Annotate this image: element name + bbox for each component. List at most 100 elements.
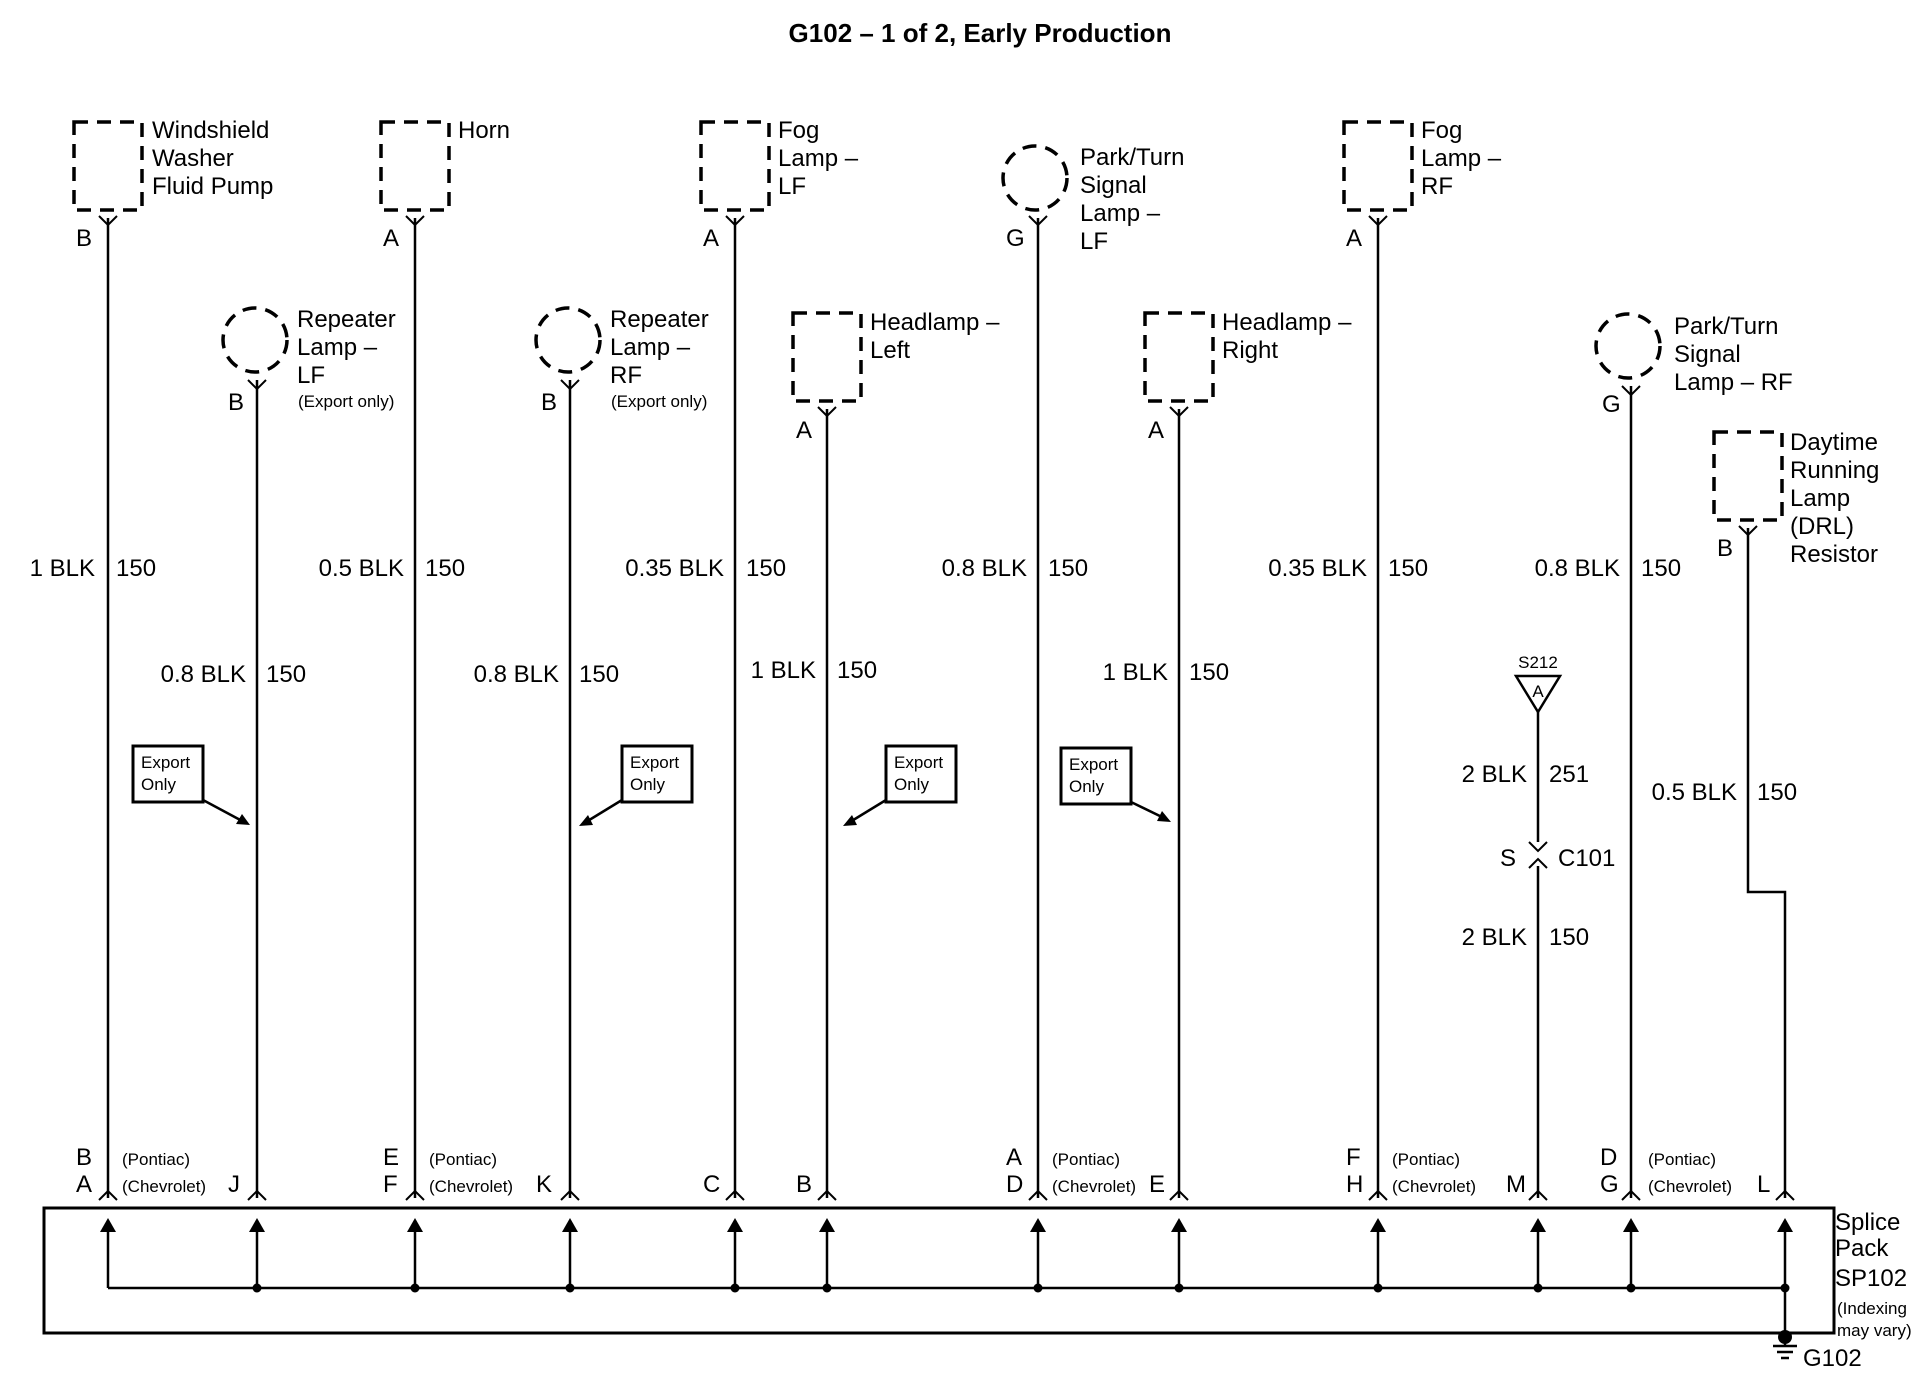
svg-text:(Export only): (Export only) [298,392,394,411]
svg-text:A: A [1532,682,1544,701]
park-turn-rf-symbol [1594,312,1662,380]
diagram-title: G102 – 1 of 2, Early Production [789,18,1172,48]
note-chevrolet-1: (Chevrolet) [122,1177,206,1196]
bottom-connector-ends [98,1189,1795,1201]
repeater-rf-symbol [534,306,602,374]
pin-drl-b: B [1717,535,1733,562]
park-turn-lf-label: Park/Turn Signal Lamp – LF [1080,144,1184,255]
headlamp-left-symbol [791,311,863,403]
svg-text:Lamp –: Lamp – [1421,145,1502,172]
pin-head-left-a: A [796,417,812,444]
pin-bottom-7-pontiac: A [1006,1144,1022,1171]
svg-text:Only: Only [1069,777,1104,796]
wire-label-w6: 1 BLK [751,657,816,684]
svg-text:Resistor: Resistor [1790,541,1878,568]
connector-c101: S C101 [1500,841,1615,872]
pin-bottom-j: J [228,1171,240,1198]
headlamp-left-label: Headlamp – Left [870,309,1000,364]
svg-text:Headlamp –: Headlamp – [1222,309,1352,336]
fog-lamp-lf-symbol [699,120,771,212]
washer-pump-symbol [72,120,144,212]
export-only-box-4: Export Only [1059,746,1171,822]
ground-g102: G102 [1773,1330,1862,1372]
wire-circuit-w10b: 150 [1549,924,1589,951]
svg-text:Pack: Pack [1835,1235,1889,1262]
wire-circuit-w7: 150 [1048,555,1088,582]
wire-circuit-w1: 150 [116,555,156,582]
washer-pump-label: Windshield Washer Fluid Pump [152,117,273,200]
splice-pack-arrows [100,1218,1793,1293]
svg-text:Headlamp –: Headlamp – [870,309,1000,336]
svg-text:LF: LF [297,362,325,389]
svg-text:(Export only): (Export only) [611,392,707,411]
fog-lamp-lf-label: Fog Lamp – LF [778,117,859,200]
svg-text:Park/Turn: Park/Turn [1080,144,1184,171]
pin-bottom-b: B [796,1171,812,1198]
wire-label-w7: 0.8 BLK [942,555,1027,582]
svg-text:S212: S212 [1518,653,1558,672]
pin-bottom-9-chevrolet: H [1346,1171,1363,1198]
pin-bottom-11-chevrolet: G [1600,1171,1619,1198]
wire-label-w2: 0.8 BLK [161,661,246,688]
wire-label-w11: 0.8 BLK [1535,555,1620,582]
pin-bottom-e: E [1149,1171,1165,1198]
svg-text:Windshield: Windshield [152,117,269,144]
wire-circuit-w10a: 251 [1549,761,1589,788]
svg-text:C101: C101 [1558,845,1615,872]
pin-repeater-lf-b: B [228,389,244,416]
wire-circuit-w9: 150 [1388,555,1428,582]
drl-resistor-label: Daytime Running Lamp (DRL) Resistor [1790,429,1879,568]
svg-text:Lamp –: Lamp – [778,145,859,172]
splice-pack-label: Splice Pack SP102 (Indexing may vary) [1835,1209,1912,1340]
note-pontiac-11: (Pontiac) [1648,1150,1716,1169]
top-connector-ends [98,215,1758,537]
pin-park-rf-g: G [1602,391,1621,418]
svg-text:RF: RF [1421,173,1453,200]
pin-park-lf-g: G [1006,225,1025,252]
svg-text:Signal: Signal [1674,341,1741,368]
fog-lamp-rf-symbol [1342,120,1414,212]
export-only-box-2: Export Only [579,744,694,826]
note-chevrolet-3: (Chevrolet) [429,1177,513,1196]
svg-text:Running: Running [1790,457,1879,484]
svg-text:RF: RF [610,362,642,389]
note-pontiac-3: (Pontiac) [429,1150,497,1169]
pin-fog-rf-a: A [1346,225,1362,252]
park-turn-rf-label: Park/Turn Signal Lamp – RF [1674,313,1793,396]
pin-bottom-1-chevrolet: A [76,1171,92,1198]
horn-label: Horn [458,117,510,144]
svg-text:(DRL): (DRL) [1790,513,1854,540]
export-only-box-1: Export Only [131,744,250,825]
drl-resistor-symbol [1712,430,1784,522]
wire-circuit-w11: 150 [1641,555,1681,582]
note-pontiac-7: (Pontiac) [1052,1150,1120,1169]
svg-text:(Indexing: (Indexing [1837,1299,1907,1318]
svg-text:S: S [1500,845,1516,872]
svg-text:SP102: SP102 [1835,1265,1907,1292]
svg-text:Lamp –: Lamp – [610,334,691,361]
pin-bottom-7-chevrolet: D [1006,1171,1023,1198]
splice-pack-sp102 [42,1206,1836,1340]
svg-text:Fog: Fog [778,117,819,144]
pin-fog-lf-a: A [703,225,719,252]
note-pontiac-1: (Pontiac) [122,1150,190,1169]
wire-label-w1: 1 BLK [30,555,95,582]
wire-circuit-w12: 150 [1757,779,1797,806]
svg-text:Export: Export [630,753,679,772]
svg-text:Right: Right [1222,337,1278,364]
svg-text:Daytime: Daytime [1790,429,1878,456]
pin-bottom-1-pontiac: B [76,1144,92,1171]
svg-text:Repeater: Repeater [297,306,396,333]
svg-text:Signal: Signal [1080,172,1147,199]
wires [106,218,1787,1198]
svg-text:Park/Turn: Park/Turn [1674,313,1778,340]
svg-text:Repeater: Repeater [610,306,709,333]
pin-bottom-3-chevrolet: F [383,1171,398,1198]
svg-text:Lamp –: Lamp – [297,334,378,361]
pin-horn-a: A [383,225,399,252]
svg-text:Only: Only [894,775,929,794]
note-pontiac-9: (Pontiac) [1392,1150,1460,1169]
wire-circuit-w3: 150 [425,555,465,582]
headlamp-right-symbol [1143,311,1215,403]
wire-label-w4: 0.8 BLK [474,661,559,688]
